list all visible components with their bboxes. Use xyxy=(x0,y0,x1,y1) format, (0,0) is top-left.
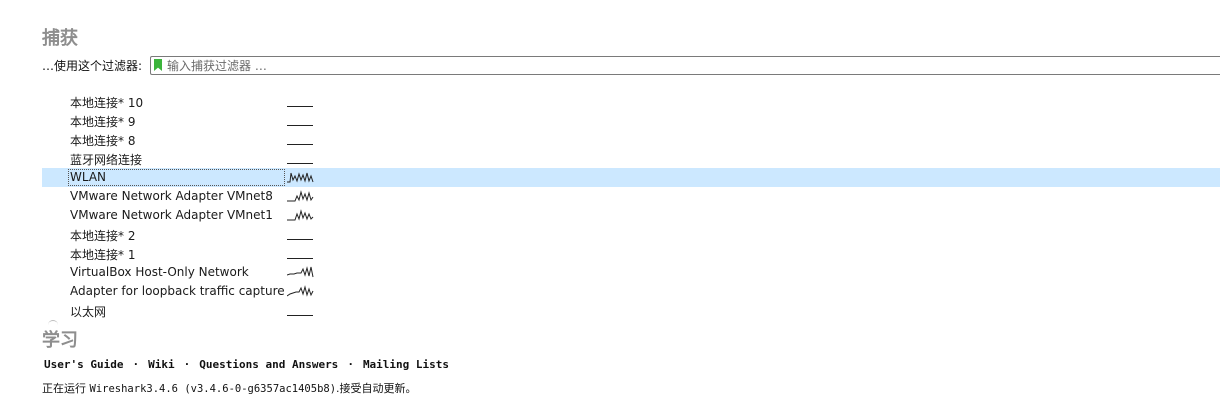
interface-row[interactable]: Adapter for loopback traffic capture xyxy=(42,282,1220,301)
wiki-link[interactable]: Wiki xyxy=(148,358,175,371)
interface-name: 本地连接* 1 xyxy=(70,248,136,262)
capture-filter-box[interactable] xyxy=(150,56,1220,75)
users-guide-link[interactable]: User's Guide xyxy=(44,358,124,371)
traffic-sparkline-icon xyxy=(287,113,315,127)
interface-row[interactable]: VirtualBox Host-Only Network xyxy=(42,263,1220,282)
questions-and-answers-link[interactable]: Questions and Answers xyxy=(199,358,339,371)
traffic-sparkline-icon xyxy=(287,170,315,184)
traffic-sparkline-icon xyxy=(287,208,315,222)
traffic-sparkline-icon xyxy=(287,151,315,165)
interface-row[interactable]: 蓝牙网络连接 xyxy=(42,149,1220,168)
sparkline-path xyxy=(287,190,314,202)
interface-name: 蓝牙网络连接 xyxy=(70,153,143,167)
interface-row[interactable]: VMware Network Adapter VMnet8 xyxy=(42,187,1220,206)
capture-section-title: 捕获 xyxy=(42,28,78,49)
learn-section-title: 学习 xyxy=(42,330,78,351)
sparkline-path xyxy=(287,209,314,221)
interface-row[interactable]: 本地连接* 10 xyxy=(42,92,1220,111)
sparkline-path xyxy=(287,172,314,183)
link-separator: · xyxy=(183,358,191,371)
traffic-sparkline-icon xyxy=(287,303,315,317)
interface-row[interactable]: WLAN xyxy=(42,168,1220,187)
sparkline-path xyxy=(287,285,314,297)
interface-row[interactable]: 本地连接* 1 xyxy=(42,244,1220,263)
mailing-lists-link[interactable]: Mailing Lists xyxy=(362,358,450,371)
traffic-sparkline-icon xyxy=(287,265,315,279)
interface-list: 本地连接* 10 本地连接* 9 本地连接* 8 蓝牙网络连接 WLAN VMware N… xyxy=(42,92,1220,320)
capture-filter-input[interactable] xyxy=(167,57,1212,74)
interface-row[interactable]: VMware Network Adapter VMnet1 xyxy=(42,206,1220,225)
traffic-sparkline-icon xyxy=(287,284,315,298)
traffic-sparkline-icon xyxy=(287,94,315,108)
interface-name: 以太网 xyxy=(70,305,107,319)
interface-name: 本地连接* 2 xyxy=(70,229,136,243)
status-prefix: 正在运行 xyxy=(42,382,90,395)
interface-name: 本地连接* 10 xyxy=(70,96,144,110)
traffic-sparkline-icon xyxy=(287,189,315,203)
interface-name: WLAN xyxy=(68,169,285,186)
capture-filter-row: …使用这个过滤器: xyxy=(42,56,1220,75)
capture-filter-label: …使用这个过滤器: xyxy=(42,59,143,73)
interface-row[interactable]: 本地连接* 2 xyxy=(42,225,1220,244)
interface-row[interactable]: 本地连接* 9 xyxy=(42,111,1220,130)
status-suffix: .接受自动更新。 xyxy=(336,382,417,395)
scroll-indicator xyxy=(48,320,58,325)
traffic-sparkline-icon xyxy=(287,246,315,260)
traffic-sparkline-icon xyxy=(287,132,315,146)
interface-name: Adapter for loopback traffic capture xyxy=(70,284,285,298)
interface-row[interactable]: 以太网 xyxy=(42,301,1220,320)
learn-links: User's Guide · Wiki · Questions and Answers ·… xyxy=(44,358,449,371)
traffic-sparkline-icon xyxy=(287,227,315,241)
bookmark-icon[interactable] xyxy=(154,59,162,71)
version-string: Wireshark3.4.6 (v3.4.6-0-g6357ac1405b8) xyxy=(89,383,337,395)
version-status: 正在运行 Wireshark3.4.6 (v3.4.6-0-g6357ac140… xyxy=(42,380,417,396)
interface-name: 本地连接* 8 xyxy=(70,134,136,148)
link-separator: · xyxy=(347,358,354,371)
interface-name: VMware Network Adapter VMnet1 xyxy=(70,208,273,222)
interface-name: VMware Network Adapter VMnet8 xyxy=(70,189,273,203)
interface-name: 本地连接* 9 xyxy=(70,115,136,129)
interface-row[interactable]: 本地连接* 8 xyxy=(42,130,1220,149)
sparkline-path xyxy=(287,266,314,278)
interface-name: VirtualBox Host-Only Network xyxy=(70,265,249,279)
link-separator: · xyxy=(132,358,140,371)
